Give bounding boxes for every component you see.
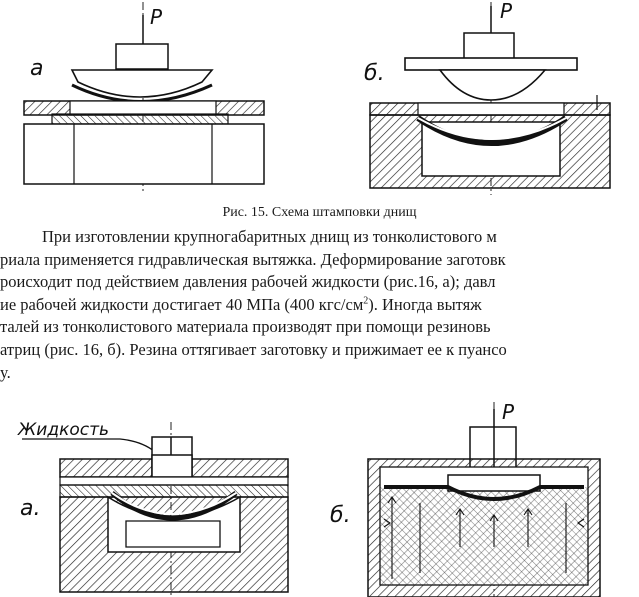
text-line-6: атриц (рис. 16, б). Резина оттягивает за…	[0, 339, 507, 359]
figure-16: Жидкость а. б. P	[17, 400, 601, 597]
text-line-4-part-a: ие рабочей жидкости достигает 40 МПа (40…	[0, 294, 364, 314]
text-line-1: При изготовлении крупногабаритных днищ и…	[42, 227, 497, 246]
fig15a-label: a	[30, 56, 43, 81]
text-line-2: риала применяется гидравлическая вытяжка…	[0, 249, 506, 269]
fig15a-force-label: P	[150, 5, 163, 29]
body-paragraph: При изготовлении крупногабаритных днищ и…	[0, 226, 639, 384]
fig16b-force-label: P	[502, 400, 515, 424]
fig15b-diagram: б. P	[364, 0, 611, 195]
text-line-4: ие рабочей жидкости достигает 40 МПа (40…	[0, 294, 639, 317]
fig15b-label: б.	[364, 61, 385, 86]
figure-15-caption: Рис. 15. Схема штамповки днищ	[222, 205, 417, 220]
fig16a-label: а.	[20, 496, 40, 521]
text-line-5: талей из тонколистового материала произв…	[0, 317, 491, 337]
fig16b-label: б.	[330, 503, 351, 528]
fig15b-force-label: P	[500, 0, 513, 23]
fig16b-diagram: б. P	[330, 400, 601, 597]
fig16a-diagram: Жидкость а.	[17, 420, 289, 597]
figure-15: a P б. P	[23, 0, 611, 195]
fig15a-diagram: a P	[23, 2, 265, 192]
text-line-7: у.	[0, 362, 11, 382]
fig16a-fluid-label: Жидкость	[17, 420, 109, 440]
text-line-4-superscript: 2	[363, 295, 369, 307]
text-line-3: роисходит под действием давления рабочей…	[0, 272, 496, 292]
text-line-4-part-b: ). Иногда вытяж	[368, 294, 482, 314]
